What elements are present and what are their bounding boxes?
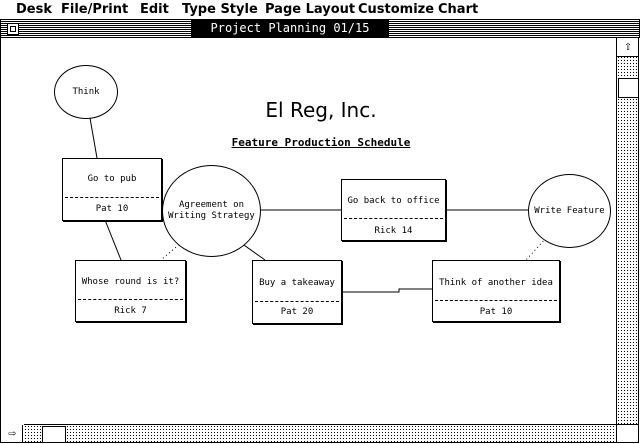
task-name: Go back to office — [347, 196, 440, 206]
connector-think-pub — [89, 117, 98, 159]
task-go-back-to-office[interactable]: Go back to office Rick 14 — [341, 179, 446, 241]
task-buy-a-takeaway[interactable]: Buy a takeaway Pat 20 — [252, 260, 342, 324]
task-separator — [65, 197, 159, 198]
task-name: Go to pub — [87, 174, 137, 184]
menu-file-print[interactable]: File/Print — [61, 2, 129, 17]
vertical-scrollbar[interactable]: ⇧ — [616, 38, 639, 424]
task-assignee: Pat 10 — [95, 204, 129, 214]
scroll-up-arrow-icon[interactable]: ⇧ — [617, 38, 639, 57]
menu-type-style[interactable]: Type Style — [182, 2, 258, 17]
task-name: Think of another idea — [439, 278, 553, 288]
menu-page-layout[interactable]: Page Layout — [265, 2, 356, 17]
task-go-to-pub[interactable]: Go to pub Pat 10 — [62, 158, 162, 221]
task-whose-round-is-it[interactable]: Whose round is it? Rick 7 — [75, 260, 186, 322]
task-separator — [255, 301, 339, 302]
chart-subtitle: Feature Production Schedule — [231, 136, 411, 149]
menu-chart[interactable]: Chart — [438, 2, 479, 17]
connector-write-idea — [525, 237, 547, 261]
window-title-bar[interactable]: Project Planning 01/15 — [0, 20, 640, 38]
horizontal-scroll-thumb[interactable] — [42, 426, 66, 443]
close-box-icon[interactable] — [7, 23, 19, 35]
oval-agreement-on-writing-strategy[interactable]: Agreement on Writing Strategy — [162, 165, 261, 257]
connector-agreement-takeaway — [240, 242, 266, 261]
menu-customize[interactable]: Customize — [358, 2, 435, 17]
task-think-of-another-idea[interactable]: Think of another idea Pat 10 — [432, 260, 560, 322]
oval-write-feature[interactable]: Write Feature — [528, 174, 611, 248]
task-name: Whose round is it? — [81, 277, 180, 287]
task-separator — [435, 300, 557, 301]
chart-canvas: El Reg, Inc. Feature Production Schedule… — [1, 38, 615, 424]
resize-box[interactable] — [616, 424, 639, 443]
scroll-left-arrow-icon[interactable]: ⇨ — [2, 425, 23, 443]
task-assignee: Rick 7 — [114, 306, 147, 316]
task-assignee: Pat 20 — [280, 307, 314, 317]
task-name: Buy a takeaway — [259, 278, 335, 288]
oval-think[interactable]: Think — [54, 65, 118, 119]
task-separator — [344, 218, 443, 219]
vertical-scroll-thumb[interactable] — [618, 78, 639, 98]
horizontal-scrollbar[interactable]: ⇨ — [2, 424, 638, 443]
menu-bar: Desk File/Print Edit Type Style Page Lay… — [0, 0, 640, 20]
connector-pub-round — [104, 219, 122, 261]
connector-takeaway-idea — [341, 288, 432, 293]
window-title: Project Planning 01/15 — [191, 20, 389, 37]
task-separator — [78, 299, 183, 300]
menu-edit[interactable]: Edit — [140, 2, 169, 17]
task-assignee: Rick 14 — [374, 226, 413, 236]
task-assignee: Pat 10 — [479, 307, 513, 317]
company-name: El Reg, Inc. — [265, 98, 377, 122]
menu-desk[interactable]: Desk — [16, 2, 52, 17]
